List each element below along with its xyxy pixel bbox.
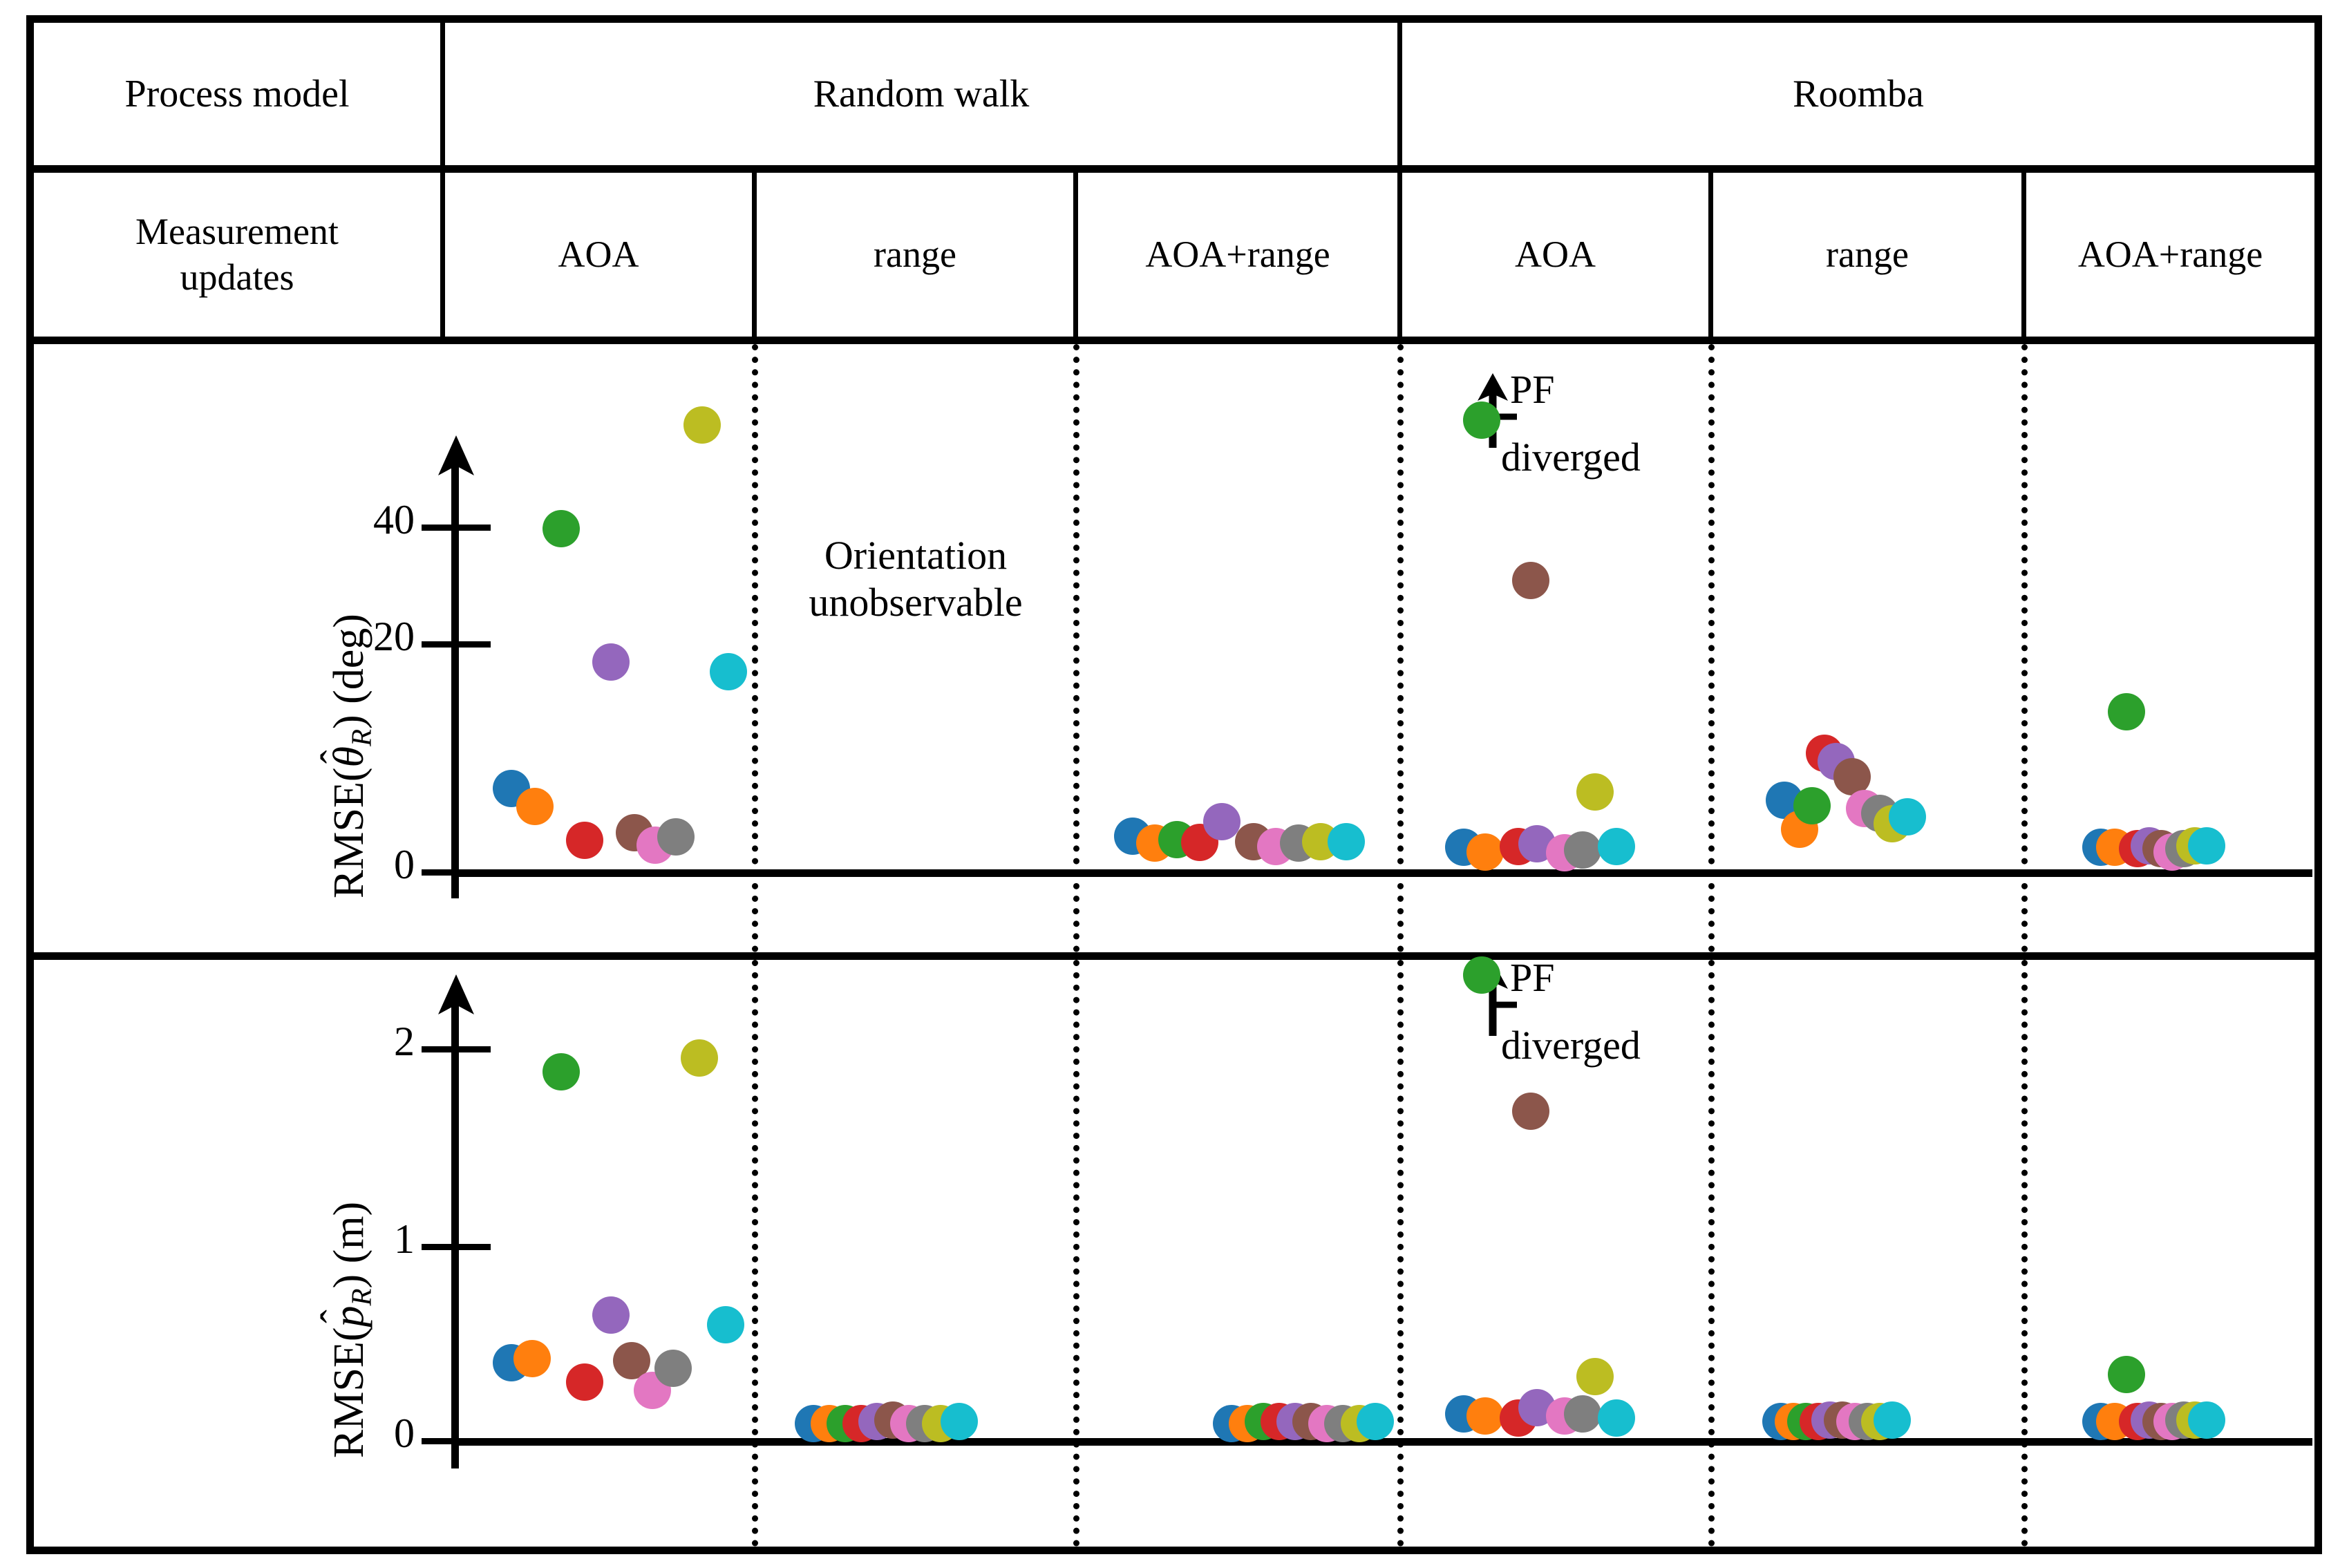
dotted-sep-2-top xyxy=(1073,344,1079,952)
top-chart-ticklabel-40: 40 xyxy=(373,497,415,542)
scatter-point xyxy=(941,1403,979,1441)
scatter-point xyxy=(1598,1399,1636,1437)
note-orientation-unobservable: Orientation unobservable xyxy=(809,533,1023,625)
scatter-point xyxy=(1888,798,1926,836)
frame-top-border xyxy=(26,15,2322,23)
scatter-point xyxy=(2107,1355,2145,1393)
bottom-chart-tick-2 xyxy=(422,1046,491,1052)
sep-process-models xyxy=(1397,15,1402,337)
header-mu-rw-range: range xyxy=(874,234,956,276)
frame-hdr2-border xyxy=(26,337,2322,344)
scatter-point xyxy=(1463,401,1501,439)
scatter-point xyxy=(1598,828,1636,866)
top-chart-tick-0 xyxy=(422,869,491,876)
scatter-point xyxy=(1328,822,1366,860)
scatter-point xyxy=(706,1306,744,1344)
scatter-point xyxy=(2187,826,2225,865)
scatter-point xyxy=(2107,692,2145,730)
header-process-model-roomba: Roomba xyxy=(1793,72,1924,115)
sep-rw-range-aoarange xyxy=(1073,173,1078,337)
top-chart-y-axis xyxy=(451,456,459,898)
top-chart-tick-20 xyxy=(422,641,491,648)
scatter-point xyxy=(1356,1403,1394,1441)
bottom-chart-y-axis-arrowhead xyxy=(438,974,474,1014)
frame-row-divider xyxy=(26,952,2322,960)
header-mu-rw-aoa: AOA xyxy=(558,234,639,276)
dotted-sep-1-bottom xyxy=(752,960,758,1547)
scatter-point xyxy=(683,406,721,444)
annotation-pf-top: PF xyxy=(1510,367,1555,412)
top-chart-tick-40 xyxy=(422,525,491,531)
header-mu-rb-range: range xyxy=(1826,234,1909,276)
scatter-point xyxy=(1576,1357,1614,1395)
scatter-point xyxy=(1564,1395,1602,1433)
frame-left-border xyxy=(26,15,34,1554)
header-mu-rw-aoa-range: AOA+range xyxy=(1145,234,1330,276)
scatter-point xyxy=(1833,758,1871,796)
scatter-point xyxy=(657,818,695,856)
top-chart-x-axis xyxy=(453,869,2312,877)
frame-bottom-border xyxy=(26,1547,2322,1554)
dotted-sep-5-bottom xyxy=(2021,960,2028,1547)
scatter-point xyxy=(543,510,581,548)
scatter-point xyxy=(1793,786,1831,824)
scatter-point xyxy=(566,1363,604,1401)
scatter-point xyxy=(516,788,554,826)
scatter-point xyxy=(513,1339,551,1377)
bottom-chart-ticklabel-0: 0 xyxy=(394,1410,415,1456)
top-chart-ticklabel-0: 0 xyxy=(394,842,415,887)
frame-hdr1-border xyxy=(26,165,2322,173)
sep-rb-range-aoarange xyxy=(2021,173,2026,337)
dotted-sep-1-top xyxy=(752,344,758,952)
scatter-point xyxy=(1463,956,1501,994)
annotation-diverged-top: diverged xyxy=(1501,435,1641,480)
bottom-chart-x-axis xyxy=(453,1438,2312,1446)
dotted-sep-3-bottom xyxy=(1397,960,1404,1547)
bottom-chart-y-axis xyxy=(451,995,459,1468)
bottom-chart-ticklabel-2: 2 xyxy=(394,1019,415,1064)
header-process-model-random-walk: Random walk xyxy=(813,72,1030,115)
top-chart-ticklabel-20: 20 xyxy=(373,614,415,659)
header-measurement-updates-label: Measurement updates xyxy=(135,211,339,298)
scatter-point xyxy=(1512,561,1550,599)
header-process-model-label: Process model xyxy=(124,72,350,115)
scatter-point xyxy=(1512,1093,1550,1131)
scatter-point xyxy=(1466,833,1504,871)
scatter-point xyxy=(543,1053,581,1091)
sep-label-col xyxy=(440,15,445,337)
bottom-chart-ticklabel-1: 1 xyxy=(394,1216,415,1262)
header-mu-rb-aoa-range: AOA+range xyxy=(2077,234,2263,276)
scatter-point xyxy=(710,652,748,690)
bottom-chart-tick-0 xyxy=(422,1438,491,1444)
bottom-chart-tick-1 xyxy=(422,1244,491,1250)
annotation-pf-bottom: PF xyxy=(1510,955,1555,1000)
scatter-point xyxy=(592,1296,630,1334)
annotation-diverged-bottom: diverged xyxy=(1501,1023,1641,1068)
header-mu-rb-aoa: AOA xyxy=(1515,234,1596,276)
scatter-point xyxy=(566,822,604,860)
scatter-point xyxy=(1202,802,1240,840)
dotted-sep-3-top xyxy=(1397,344,1404,952)
scatter-point xyxy=(1873,1401,1911,1439)
scatter-point xyxy=(1576,773,1614,811)
scatter-point xyxy=(1564,831,1602,869)
top-chart-y-axis-arrowhead xyxy=(438,435,474,475)
scatter-point xyxy=(680,1039,718,1077)
sep-rb-aoa-range xyxy=(1708,173,1713,337)
dotted-sep-4-top xyxy=(1708,344,1715,952)
frame-right-border xyxy=(2314,15,2322,1554)
dotted-sep-5-top xyxy=(2021,344,2028,952)
dotted-sep-4-bottom xyxy=(1708,960,1715,1547)
scatter-point xyxy=(654,1350,692,1388)
dotted-sep-2-bottom xyxy=(1073,960,1079,1547)
scatter-point xyxy=(1466,1397,1504,1435)
scatter-point xyxy=(592,643,630,681)
sep-rw-aoa-range xyxy=(752,173,757,337)
scatter-point xyxy=(2187,1401,2225,1439)
